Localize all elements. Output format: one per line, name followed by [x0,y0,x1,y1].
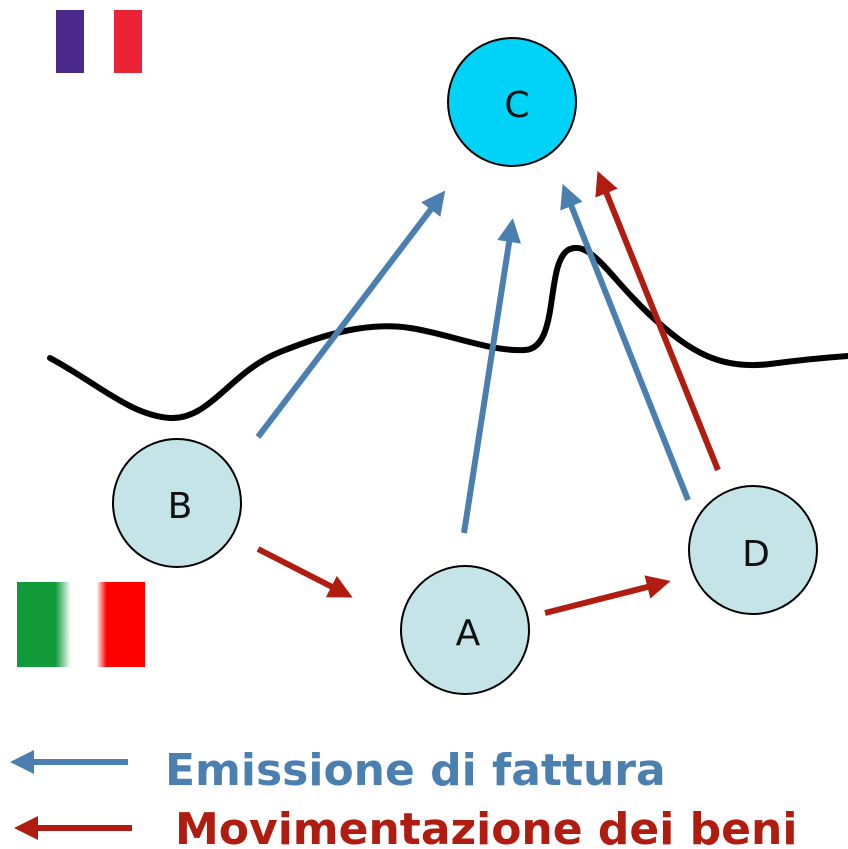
legend-goods: Movimentazione dei beni [14,804,797,849]
invoice-arrow-b-to-c [255,190,446,439]
invoice-arrow-d-to-c [560,183,691,502]
node-b-label: B [168,486,193,527]
goods-arrow-b-to-a [256,546,353,598]
goods-arrow-a-to-d [544,575,671,616]
node-a-label: A [456,613,481,654]
node-c: C [447,37,577,167]
legend-invoice: Emissione di fattura [10,745,666,796]
node-c-label: C [504,85,529,126]
border-line [47,245,848,422]
legend: Emissione di fattura Movimentazione dei … [10,745,797,849]
legend-goods-label: Movimentazione dei beni [175,804,797,849]
italy-flag-icon [17,582,145,667]
node-a: A [400,565,530,695]
invoice-arrow-a-to-c [461,218,522,534]
node-d-label: D [742,534,770,575]
node-b: B [112,438,242,568]
goods-arrow-d-to-c [595,170,721,472]
france-flag-icon [56,10,142,73]
node-d: D [688,485,818,615]
legend-invoice-label: Emissione di fattura [165,745,666,796]
